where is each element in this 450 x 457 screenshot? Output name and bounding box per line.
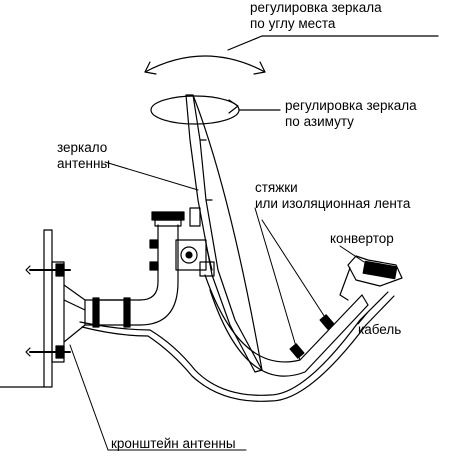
cable — [79, 291, 395, 402]
wall — [0, 229, 53, 388]
ties-label-line-2: или изоляционная лента — [255, 196, 411, 211]
dish-label-line-2: антенны — [57, 156, 111, 171]
azimuth-adjust-line-2: по азимуту — [285, 114, 354, 129]
ties-label: стяжки или изоляционная лента — [255, 180, 410, 212]
azimuth-adjust-label: регулировка зеркала по азимуту — [285, 98, 417, 130]
azimuth-adjust-line-1: регулировка зеркала — [285, 98, 417, 113]
dish-label-line-1: зеркало — [57, 140, 108, 155]
cable-label: кабель — [358, 322, 402, 337]
elevation-rotation-arrow — [144, 35, 439, 75]
ties-label-line-1: стяжки — [255, 180, 298, 195]
wall-bolts — [25, 263, 71, 359]
feed-arm — [204, 274, 369, 377]
dish-reflector — [185, 94, 263, 373]
dish-label: зеркало антенны — [57, 140, 110, 172]
elevation-adjust-line-2: по углу места — [250, 16, 336, 31]
converter-label: конвертор — [330, 231, 394, 246]
dish-mount — [175, 207, 215, 277]
bracket-label: кронштейн антенны — [111, 436, 236, 451]
leader-lines — [69, 161, 369, 451]
converter — [339, 255, 403, 301]
elevation-adjust-label: регулировка зеркала по углу места — [250, 0, 382, 32]
azimuth-rotation-arrow — [150, 95, 281, 125]
elevation-adjust-line-1: регулировка зеркала — [250, 0, 382, 15]
